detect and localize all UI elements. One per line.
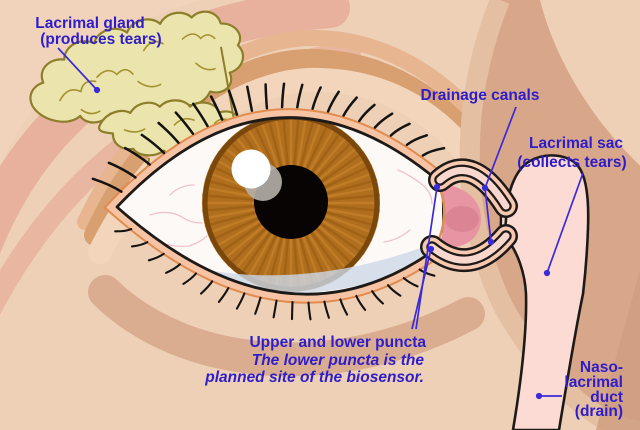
upper-eyelashes bbox=[91, 82, 463, 193]
lacrimal-sac-shape bbox=[504, 154, 590, 430]
puncta-upper-leader-line bbox=[415, 186, 438, 330]
gland-leader-line bbox=[57, 47, 98, 91]
sac-leader-line bbox=[546, 172, 584, 274]
leader-lines bbox=[57, 47, 584, 400]
label-lacrimal-sac: Lacrimal sac bbox=[529, 135, 623, 152]
label-nasolacrimal-duct-2: lacrimal bbox=[564, 374, 623, 391]
eye-highlight bbox=[231, 149, 271, 189]
under-eye-shading-arc bbox=[88, 275, 485, 377]
label-puncta: Upper and lower puncta bbox=[249, 334, 426, 351]
label-nasolacrimal-duct-1: Naso- bbox=[580, 359, 623, 376]
eye bbox=[91, 82, 463, 321]
label-nasolacrimal-duct-3: duct bbox=[590, 389, 623, 406]
puncta-lower-leader-line bbox=[411, 248, 432, 330]
label-lacrimal-sac-sub: (collects tears) bbox=[517, 154, 626, 171]
label-drainage-canals: Drainage canals bbox=[421, 87, 540, 104]
sclera-veins bbox=[149, 169, 433, 286]
label-puncta-note-2: planned site of the biosensor. bbox=[204, 369, 424, 386]
label-lacrimal-gland-sub: (produces tears) bbox=[40, 31, 161, 48]
lower-eyelashes bbox=[114, 228, 453, 321]
drainage-canals bbox=[420, 158, 518, 273]
label-lacrimal-gland: Lacrimal gland bbox=[35, 15, 144, 32]
label-puncta-note-1: The lower puncta is the bbox=[252, 352, 425, 369]
label-nasolacrimal-duct-4: (drain) bbox=[575, 403, 623, 420]
labels: Lacrimal gland (produces tears) Drainage… bbox=[35, 15, 626, 420]
